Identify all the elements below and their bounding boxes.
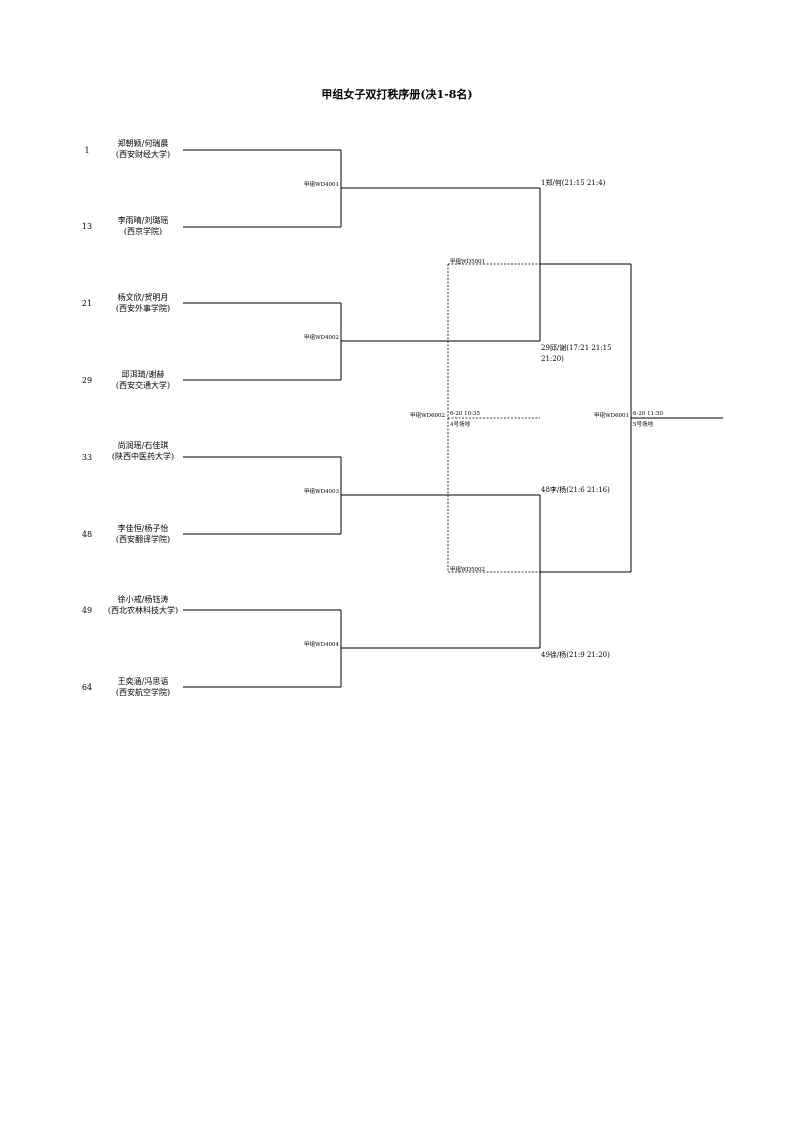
- player-names: 李雨晴/刘璐瑶: [117, 216, 169, 225]
- player-names: 王奕涵/冯思语: [117, 677, 169, 686]
- seed-number: 1: [84, 146, 90, 155]
- seed-number: 49: [81, 606, 93, 615]
- match-time: 6-20 11:50: [633, 411, 663, 417]
- match-result: 29邱/谢(17:21 21:15 21:20): [541, 344, 612, 363]
- match-code: 甲组WD5002: [450, 567, 486, 573]
- player-entry: 李雨晴/刘璐瑶 (西京学院): [88, 215, 198, 237]
- player-names: 徐小戒/杨钰涛: [117, 595, 169, 604]
- player-entry: 杨文欣/贺明月 (西安外事学院): [88, 292, 198, 314]
- match-result: 49徐/杨(21:9 21:20): [541, 651, 610, 659]
- match-code: 甲组WD4003: [304, 489, 340, 495]
- player-entry: 李佳恒/杨子怡 (西安翻译学院): [88, 523, 198, 545]
- player-school: (西京学院): [123, 227, 163, 236]
- seed-number: 33: [81, 453, 93, 462]
- match-code: 甲组WD4004: [304, 642, 340, 648]
- seed-number: 29: [81, 376, 93, 385]
- player-school: (西北农林科技大学): [107, 606, 179, 615]
- player-names: 李佳恒/杨子怡: [117, 524, 169, 533]
- player-school: (西安财经大学): [115, 150, 171, 159]
- player-entry: 徐小戒/杨钰涛 (西北农林科技大学): [103, 594, 183, 616]
- player-names: 邱洱琦/谢赫: [121, 370, 165, 379]
- page-title: 甲组女子双打秩序册(决1-8名): [321, 88, 473, 101]
- match-court: 4号场地: [450, 422, 470, 428]
- match-court: 5号场地: [633, 422, 653, 428]
- seed-number: 13: [81, 222, 93, 231]
- seed-number: 64: [81, 683, 93, 692]
- player-school: (陕西中医药大学): [111, 452, 175, 461]
- match-code: 甲组WD4001: [304, 182, 340, 188]
- match-result: 48李/杨(21:6 21:16): [541, 486, 610, 494]
- match-result: 1郑/何(21:15 21:4): [541, 179, 606, 187]
- player-entry: 郑朝颖/何瑞晨 (西安财经大学): [88, 138, 198, 160]
- player-entry: 王奕涵/冯思语 (西安航空学院): [88, 676, 198, 698]
- player-school: (西安航空学院): [115, 688, 171, 697]
- player-school: (西安外事学院): [115, 304, 171, 313]
- player-entry: 尚润瑶/石佳琪 (陕西中医药大学): [103, 440, 183, 462]
- player-names: 尚润瑶/石佳琪: [117, 441, 169, 450]
- seed-number: 21: [81, 299, 93, 308]
- player-names: 杨文欣/贺明月: [117, 293, 169, 302]
- player-school: (西安交通大学): [115, 381, 171, 390]
- match-time: 6-20 10:35: [450, 411, 480, 417]
- match-code: 甲组WD6001: [594, 413, 630, 419]
- player-school: (西安翻译学院): [115, 535, 171, 544]
- match-code: 甲组WD5001: [450, 259, 486, 265]
- player-names: 郑朝颖/何瑞晨: [117, 139, 169, 148]
- match-code: 甲组WD4002: [304, 335, 340, 341]
- player-entry: 邱洱琦/谢赫 (西安交通大学): [88, 369, 198, 391]
- seed-number: 48: [81, 530, 93, 539]
- match-code: 甲组WD6002: [410, 413, 446, 419]
